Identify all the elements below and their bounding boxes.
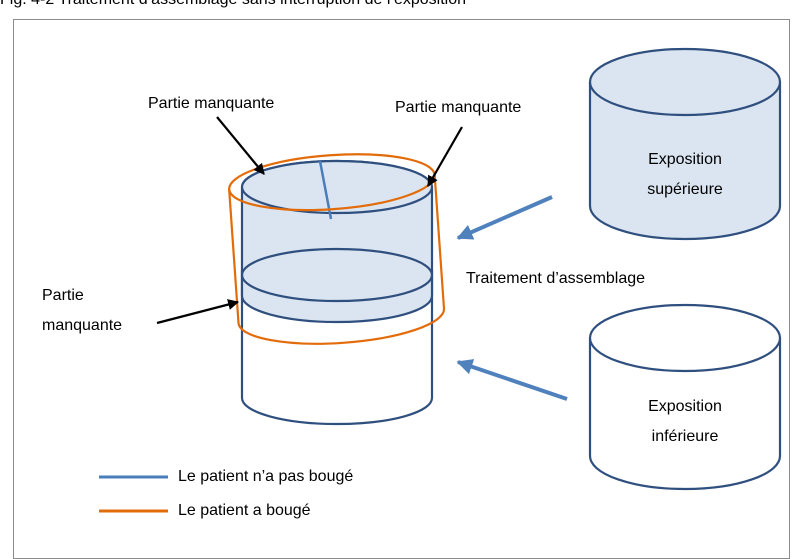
arrow-missing-top-left [216, 116, 265, 175]
arrow-upper-to-center [456, 195, 553, 240]
legend-label-moved: Le patient a bougé [178, 502, 311, 519]
label-missing-top-left: Partie manquante [148, 95, 275, 112]
label-assembly: Traitement d’assemblage [466, 270, 646, 287]
label-upper-exposure-line1: Exposition [648, 151, 722, 168]
label-upper-exposure-line2: supérieure [647, 181, 723, 198]
label-missing-side-line1: Partie [42, 287, 84, 304]
lower-exposure-cylinder [588, 303, 782, 491]
label-missing-side-line2: manquante [42, 317, 123, 334]
label-lower-exposure-line1: Exposition [648, 398, 722, 415]
arrow-lower-to-center [456, 359, 568, 401]
arrow-missing-top-right [427, 126, 463, 187]
figure-caption: Fig. 4-2 Traitement d’assemblage sans in… [0, 0, 466, 9]
arrow-missing-side [156, 299, 240, 325]
center-cylinder [240, 159, 434, 426]
legend-label-unmoved: Le patient n’a pas bougé [178, 468, 354, 485]
upper-exposure-cylinder [588, 47, 782, 241]
label-missing-top-right: Partie manquante [395, 99, 522, 116]
label-lower-exposure-line2: inférieure [651, 428, 719, 445]
